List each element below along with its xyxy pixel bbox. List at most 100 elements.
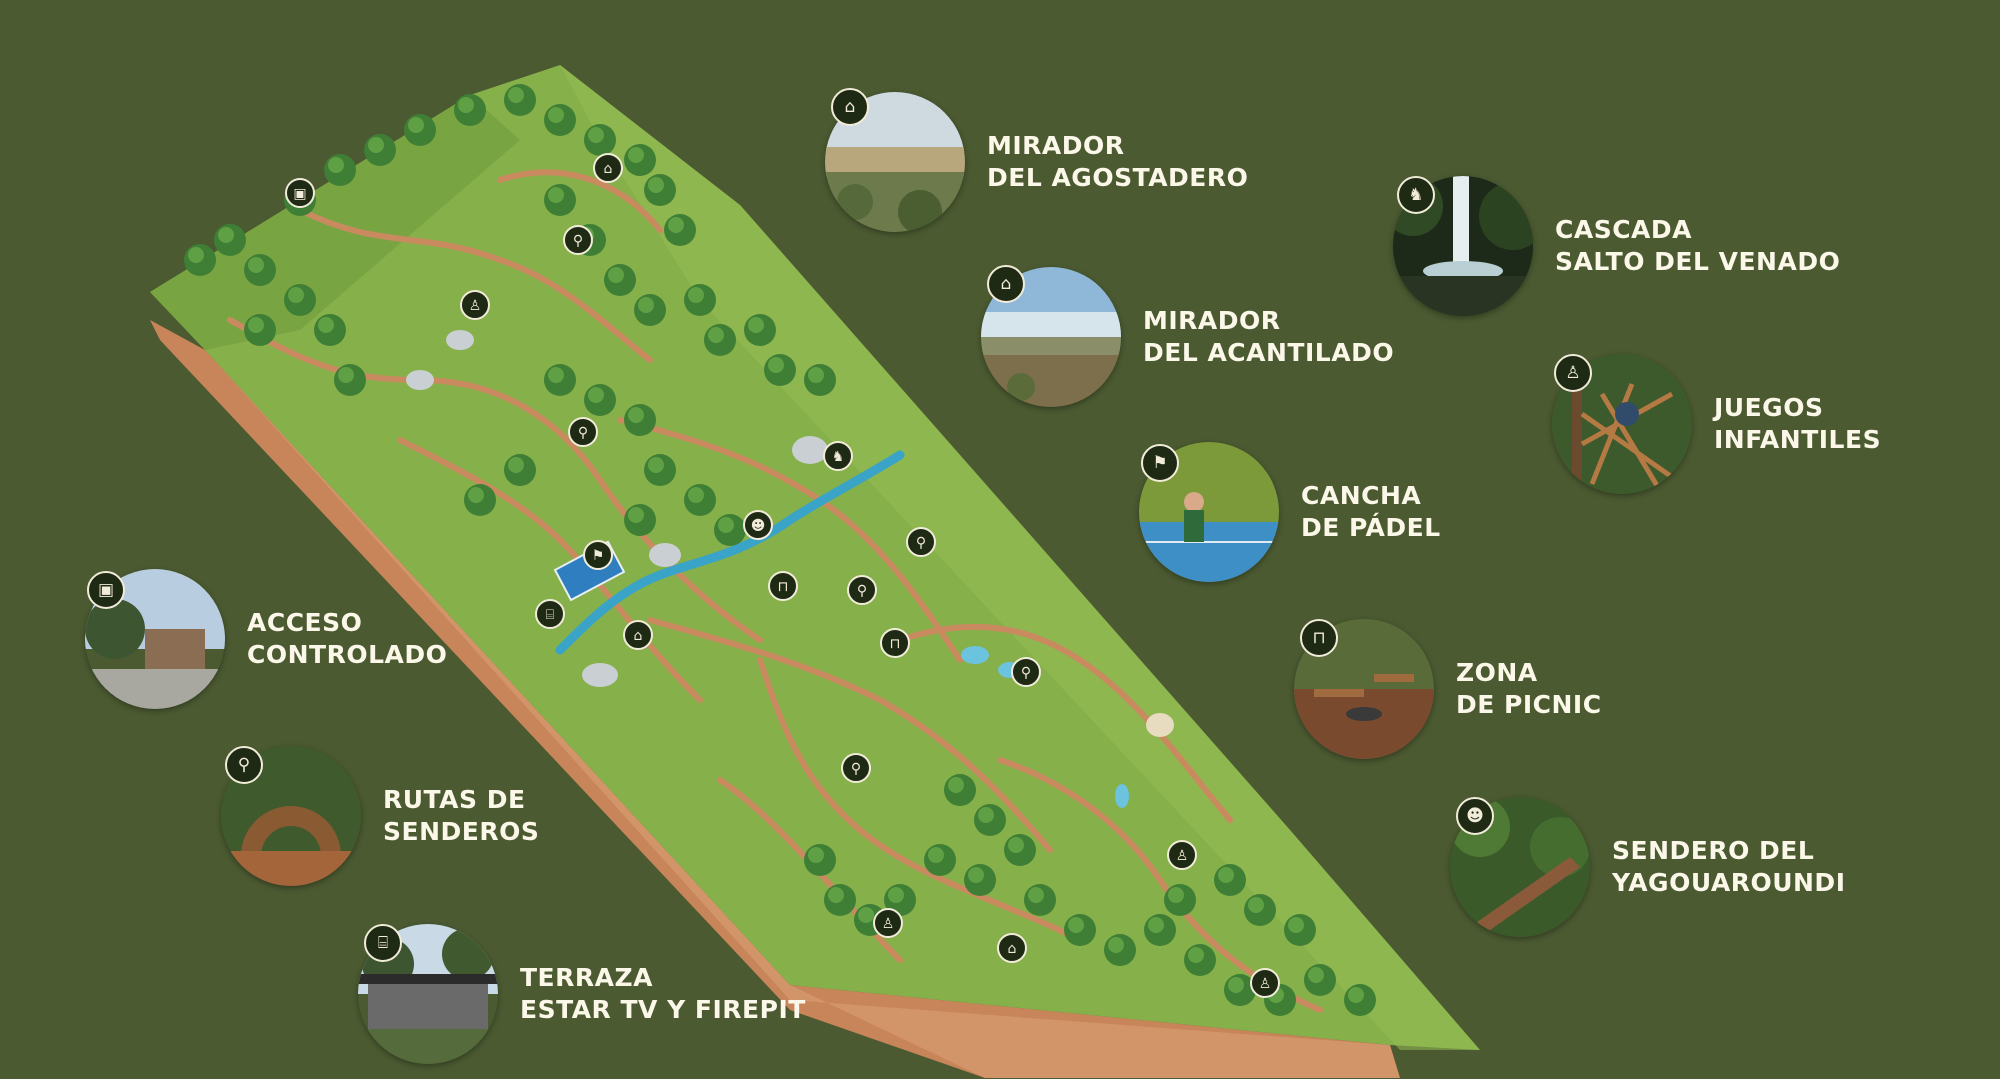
tree-highlight <box>588 127 604 143</box>
poi-cascada-label: CASCADA SALTO DEL VENADO <box>1555 215 1841 276</box>
tree-highlight <box>318 317 334 333</box>
tree-highlight <box>548 107 564 123</box>
svg-text:♙: ♙ <box>1176 848 1189 864</box>
gate-pin-icon[interactable]: ▣ <box>285 178 315 208</box>
tree-highlight <box>328 157 344 173</box>
tree-highlight <box>648 177 664 193</box>
poi-yagouaroundi-label: SENDERO DEL YAGOUAROUNDI <box>1612 836 1846 897</box>
map-pins: ▣ ⚲ ⌂ ♙ ⚲ ♞ ☻ ⚑ ⚲ ⌸ ⊓ ⌂ ⚲ ⚲ ⚲ ♙ ♙ ⌂ ♙ ⊓ <box>285 153 1280 998</box>
playground-pin-icon[interactable]: ♙ <box>1250 968 1280 998</box>
svg-text:⌸: ⌸ <box>546 607 554 623</box>
tree-highlight <box>628 147 644 163</box>
playground-pin-icon[interactable]: ♙ <box>1167 840 1197 870</box>
svg-text:⊓: ⊓ <box>890 636 901 652</box>
poi-padel[interactable]: ⚑ CANCHA DE PÁDEL <box>1139 442 1441 582</box>
hikers-pin-icon[interactable]: ⚲ <box>841 753 871 783</box>
tree-highlight <box>1008 837 1024 853</box>
rocks <box>406 330 1174 737</box>
poi-mirador-acantilado[interactable]: ⌂ MIRADOR DEL ACANTILADO <box>981 265 1395 407</box>
tree-highlight <box>368 137 384 153</box>
yagouaroundi-photo <box>1450 797 1590 937</box>
svg-text:♞: ♞ <box>832 449 845 465</box>
terrace-pin-icon[interactable]: ⌸ <box>535 599 565 629</box>
playground-icon: ♙ <box>1554 354 1592 392</box>
deer-icon: ♞ <box>1397 176 1435 214</box>
tree-highlight <box>888 887 904 903</box>
svg-text:⚲: ⚲ <box>1021 665 1031 681</box>
poi-picnic[interactable]: ⊓ ZONA DE PICNIC <box>1294 619 1602 759</box>
tree-highlight <box>628 407 644 423</box>
poi-acceso-label: ACCESO CONTROLADO <box>247 608 448 669</box>
hikers-icon: ⚲ <box>225 746 263 784</box>
viewpoint-pin-icon[interactable]: ⌂ <box>623 620 653 650</box>
svg-text:⚲: ⚲ <box>851 761 861 777</box>
tree-highlight <box>808 367 824 383</box>
tree-highlight <box>508 87 524 103</box>
svg-text:⚲: ⚲ <box>578 425 588 441</box>
playground-pin-icon[interactable]: ♙ <box>873 908 903 938</box>
tree-highlight <box>928 847 944 863</box>
stream <box>555 450 905 655</box>
picnic-pin-icon[interactable]: ⊓ <box>768 571 798 601</box>
tree-highlight <box>1288 917 1304 933</box>
poi-terraza[interactable]: ⌸ TERRAZA ESTAR TV Y FIREPIT <box>358 924 806 1064</box>
wildcat-icon: ☻ <box>1456 797 1494 835</box>
poi-cascada[interactable]: ♞ CASCADA SALTO DEL VENADO <box>1393 176 1840 316</box>
tree-highlight <box>638 297 654 313</box>
tree-highlight <box>748 317 764 333</box>
hikers-pin-icon[interactable]: ⚲ <box>568 417 598 447</box>
viewpoint-pin-icon[interactable]: ⌂ <box>593 153 623 183</box>
wildcat-pin-icon[interactable]: ☻ <box>743 510 773 540</box>
poi-yagouaroundi[interactable]: ☻ SENDERO DEL YAGOUAROUNDI <box>1450 797 1846 937</box>
viewpoint-icon: ⌂ <box>987 265 1025 303</box>
svg-text:⌂: ⌂ <box>604 161 613 177</box>
tree-highlight <box>768 357 784 373</box>
tree-highlight <box>1218 867 1234 883</box>
deer-pin-icon[interactable]: ♞ <box>823 441 853 471</box>
poi-juegos-label: JUEGOS INFANTILES <box>1714 393 1882 454</box>
tree-highlight <box>248 257 264 273</box>
tree-highlight <box>508 457 524 473</box>
viewpoint-pin-icon[interactable]: ⌂ <box>997 933 1027 963</box>
playground-pin-icon[interactable]: ♙ <box>460 290 490 320</box>
padel-icon: ⚑ <box>1141 444 1179 482</box>
hikers-pin-icon[interactable]: ⚲ <box>563 225 593 255</box>
hikers-pin-icon[interactable]: ⚲ <box>906 527 936 557</box>
picnic-pin-icon[interactable]: ⊓ <box>880 628 910 658</box>
svg-text:♙: ♙ <box>1259 976 1272 992</box>
svg-text:⚲: ⚲ <box>573 233 583 249</box>
poi-senderos-label: RUTAS DE SENDEROS <box>383 785 540 846</box>
tree-highlight <box>1188 947 1204 963</box>
tree-highlight <box>1168 887 1184 903</box>
tree-highlight <box>548 367 564 383</box>
tree-highlight <box>188 247 204 263</box>
tree-highlight <box>1228 977 1244 993</box>
tree-highlight <box>668 217 684 233</box>
tree-highlight <box>458 97 474 113</box>
terrace-icon: ⌸ <box>364 924 402 962</box>
poi-mirador-agostadero[interactable]: ⌂ MIRADOR DEL AGOSTADERO <box>825 88 1248 232</box>
svg-text:⚲: ⚲ <box>857 583 867 599</box>
tree-highlight <box>628 507 644 523</box>
poi-mirador-acantilado-label: MIRADOR DEL ACANTILADO <box>1143 306 1395 367</box>
tree-highlight <box>1348 987 1364 1003</box>
poi-senderos[interactable]: ⚲ RUTAS DE SENDEROS <box>221 746 539 886</box>
svg-text:▣: ▣ <box>293 186 306 202</box>
svg-text:⚑: ⚑ <box>592 548 605 564</box>
tree-highlight <box>968 867 984 883</box>
hikers-pin-icon[interactable]: ⚲ <box>847 575 877 605</box>
poi-acceso[interactable]: ▣ ACCESO CONTROLADO <box>85 569 447 709</box>
tree-highlight <box>688 287 704 303</box>
tree-highlight <box>288 287 304 303</box>
padel-pin-icon[interactable]: ⚑ <box>583 540 613 570</box>
svg-text:⌂: ⌂ <box>634 628 643 644</box>
tree-highlight <box>948 777 964 793</box>
forest <box>184 84 1376 1016</box>
svg-text:☻: ☻ <box>751 518 766 534</box>
hikers-pin-icon[interactable]: ⚲ <box>1011 657 1041 687</box>
poi-juegos[interactable]: ♙ JUEGOS INFANTILES <box>1552 354 1881 494</box>
viewpoint-icon: ⌂ <box>831 88 869 126</box>
tree-highlight <box>548 187 564 203</box>
tree-highlight <box>338 367 354 383</box>
tree-highlight <box>1248 897 1264 913</box>
